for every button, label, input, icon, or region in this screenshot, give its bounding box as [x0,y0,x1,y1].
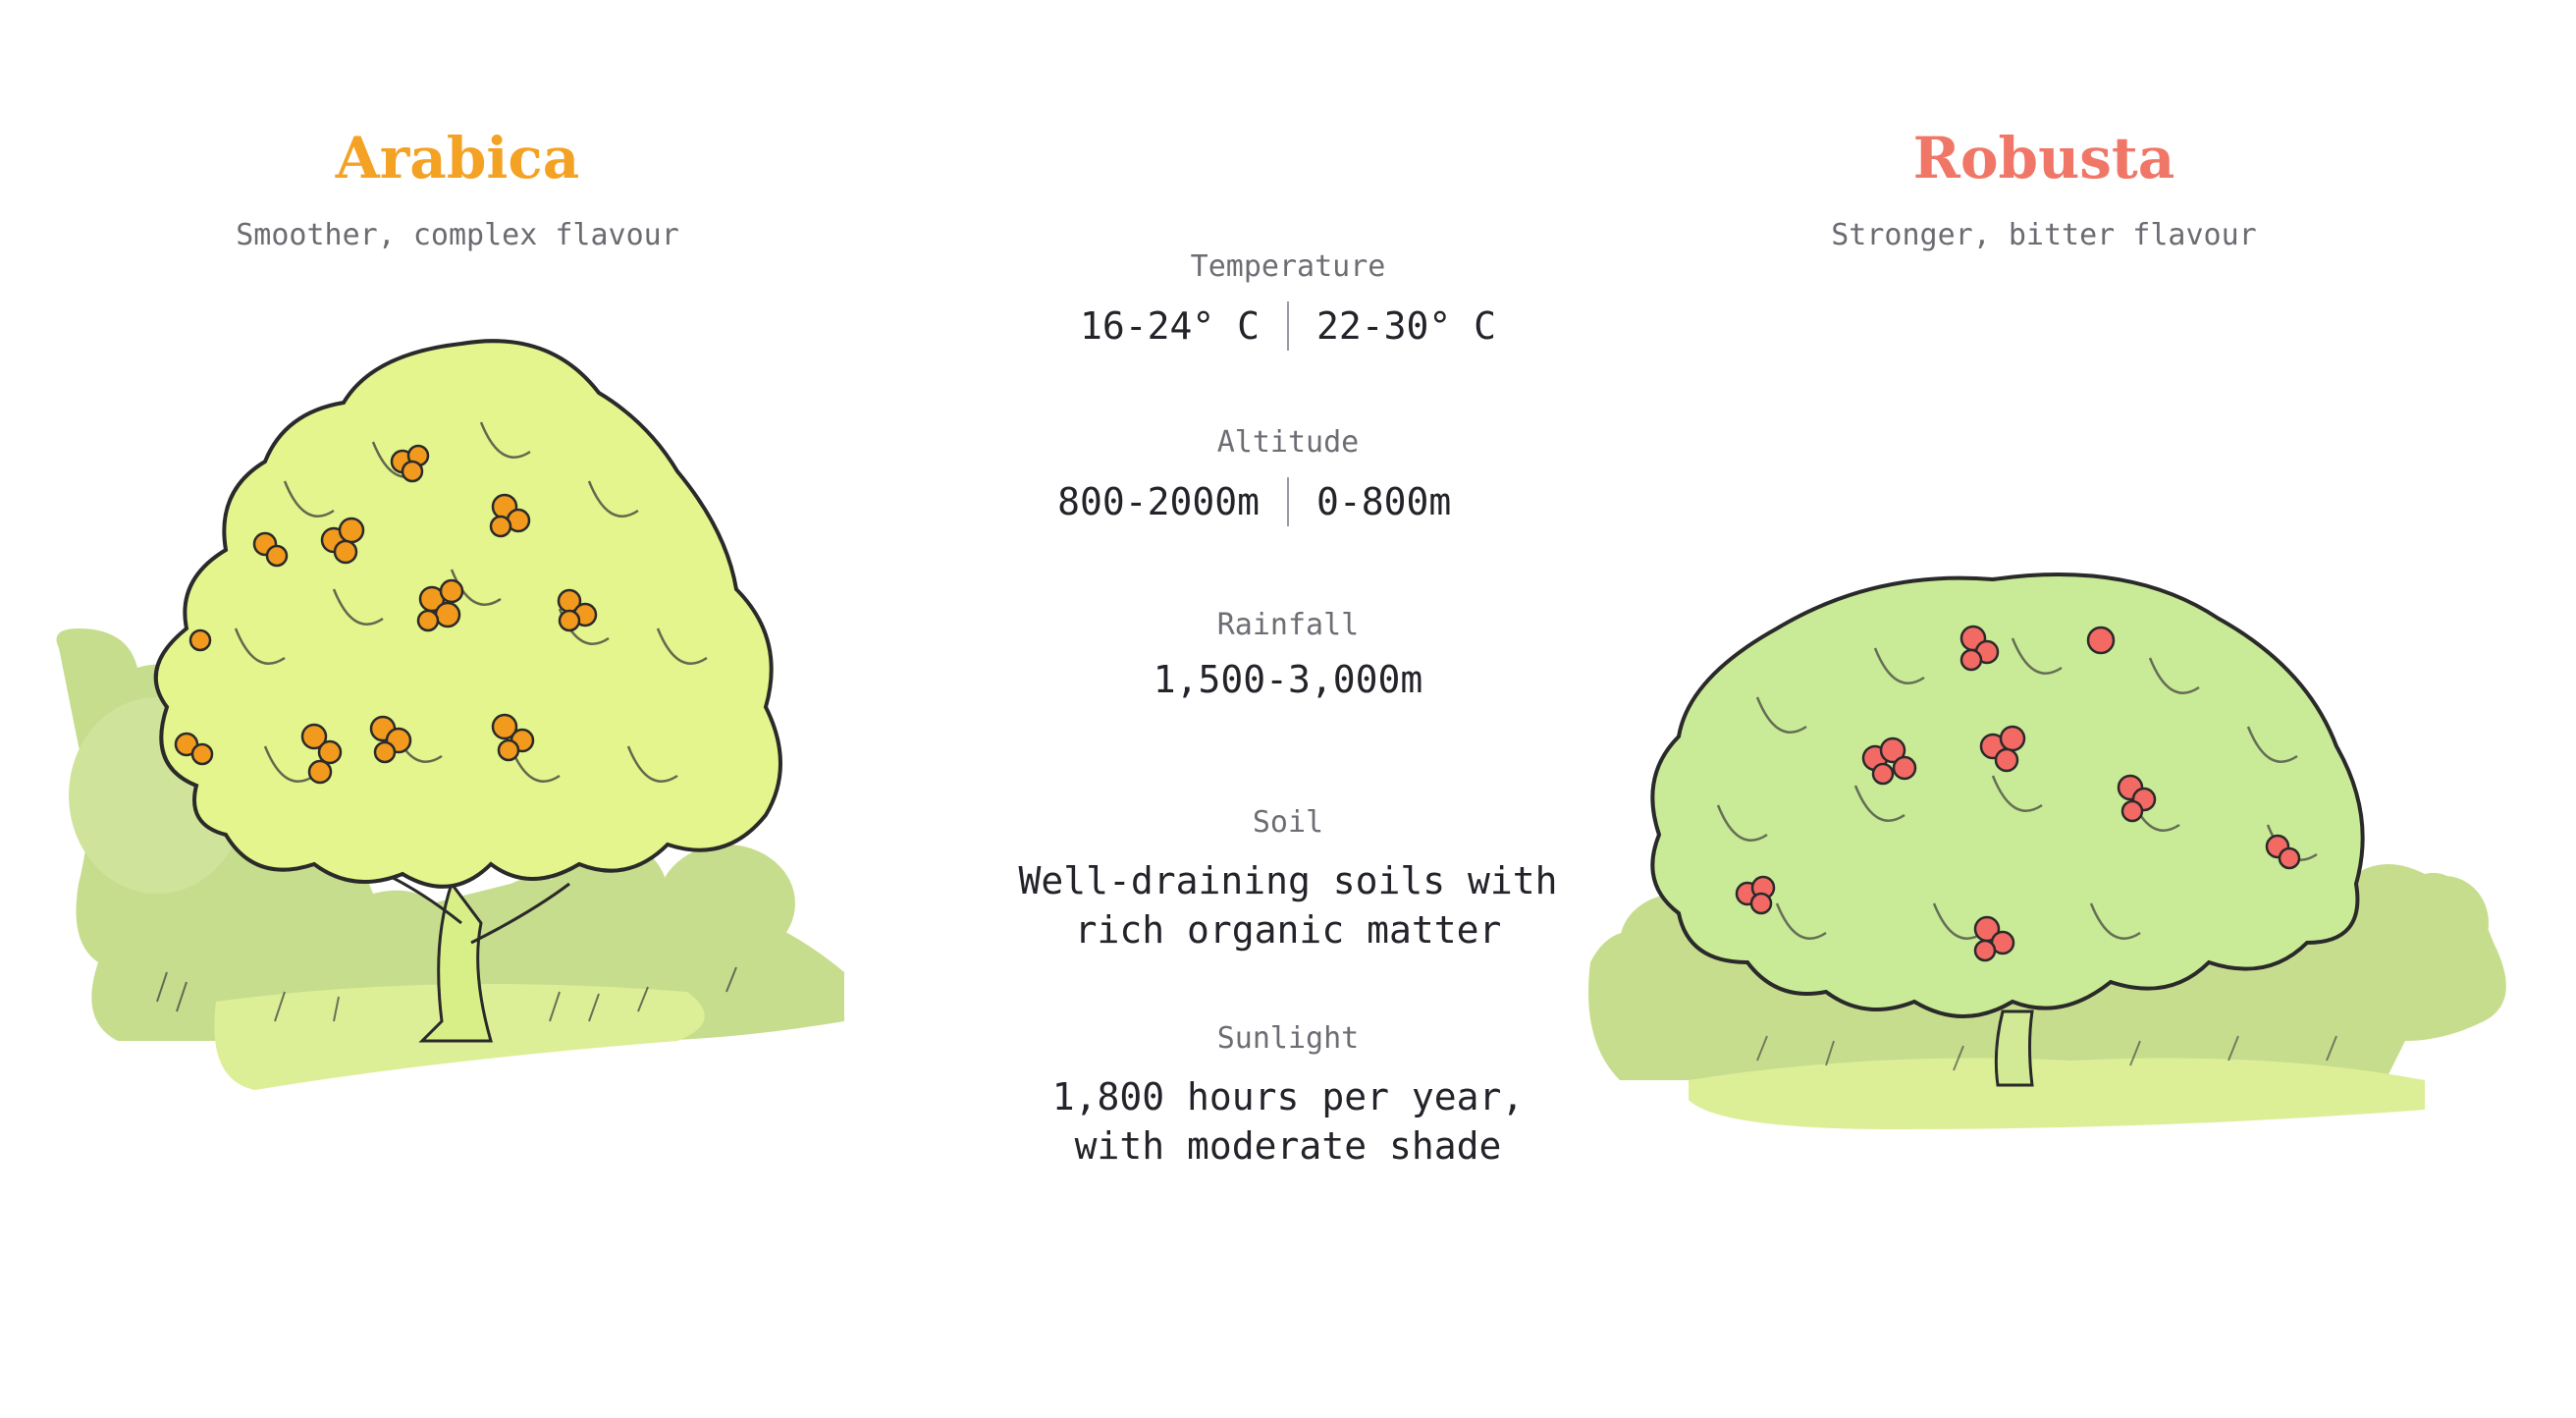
temperature-robusta: 22-30° C [1316,304,1497,348]
sunlight-line-2: with moderate shade [1074,1124,1502,1168]
sunlight-value: 1,800 hours per year, with moderate shad… [895,1072,1681,1171]
robusta-grass [1756,1035,2337,1071]
rainfall-label: Rainfall [1216,608,1360,642]
arabica-canopy-texture [234,421,708,783]
temperature-label: Temperature [1190,249,1386,284]
arabica-berries [174,444,598,785]
sunlight-label: Sunlight [1216,1021,1360,1056]
rainfall-value: 1,500-3,000m [1153,658,1423,701]
altitude-arabica: 800-2000m [1057,480,1260,523]
arabica-bush-bump-1 [658,845,795,962]
arabica-subtitle: Smoother, complex flavour [236,218,679,252]
robusta-tree-illustration [1588,573,2506,1129]
arabica-grass [156,966,737,1022]
arabica-title: Arabica [335,125,580,191]
temperature-values: 16-24° C 22-30° C [895,297,1681,355]
altitude-label: Altitude [1216,425,1360,460]
robusta-berries [1735,625,2301,962]
robusta-title: Robusta [1912,125,2175,191]
soil-label: Soil [1252,805,1324,840]
arabica-canopy [153,339,782,889]
robusta-trunk [1994,1009,2034,1087]
soil-line-2: rich organic matter [1074,908,1502,952]
soil-line-1: Well-draining soils with [1018,859,1558,902]
altitude-robusta: 0-800m [1316,480,1452,523]
arabica-tree-illustration [56,339,844,1090]
sunlight-line-1: 1,800 hours per year, [1051,1075,1525,1118]
soil-value: Well-draining soils with rich organic ma… [895,856,1681,954]
robusta-bush-bump-2 [2400,876,2489,970]
robusta-canopy [1650,573,2365,1018]
robusta-subtitle: Stronger, bitter flavour [1831,218,2257,252]
temperature-divider [1287,301,1289,351]
temperature-arabica: 16-24° C [1079,304,1260,348]
robusta-ground [1689,1058,2425,1129]
altitude-divider [1287,477,1289,526]
arabica-trunk [418,880,493,1043]
altitude-values: 800-2000m 0-800m [895,472,1681,531]
